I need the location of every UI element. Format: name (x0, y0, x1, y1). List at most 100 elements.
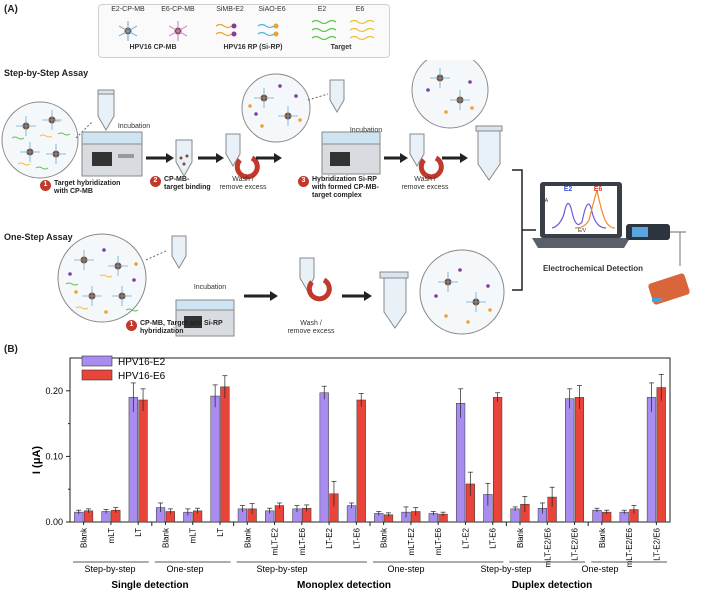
group-label-2: One-step (166, 564, 203, 574)
x-tick-label: mLT-E6 (298, 527, 307, 555)
section-label-monoplex: Monoplex detection (297, 580, 391, 591)
step-3-line-1: Hybridization Si-RP (312, 176, 377, 183)
x-tick-label: LT-E2/E6 (571, 527, 580, 560)
x-tick-label: mLT-E6 (434, 527, 443, 555)
bar-e6 (220, 386, 230, 523)
bar-e6 (656, 387, 666, 523)
one-step-title: One-Step Assay (4, 232, 73, 242)
x-tick-label: LT-E2 (325, 527, 334, 548)
one-step-line-1: CP-MB, Target add Si-RP (140, 320, 223, 327)
panel-b-tag: (B) (4, 344, 18, 355)
legend-e6-cp-mb: E6-CP-MB (161, 6, 195, 13)
step-2-caption: 2 CP-MB-target binding (150, 176, 220, 192)
step-3-number: 3 (298, 176, 309, 187)
one-step-line-2: hybridization (140, 328, 184, 336)
bar-e2 (319, 392, 329, 523)
x-tick-label: Blank (243, 527, 252, 548)
x-tick-label: Blank (598, 527, 607, 548)
tube-final-2 (379, 271, 409, 329)
group-label-4: One-step (387, 564, 424, 574)
mixture-circle-1 (1, 101, 79, 179)
panel-a-tag: (A) (4, 4, 18, 15)
bar-e2 (565, 398, 575, 523)
group-label-1: Step-by-step (84, 564, 135, 574)
step-2-line-2: target binding (164, 184, 211, 192)
wash-3-line-2: remove excess (287, 328, 335, 336)
tube-final-1 (475, 125, 503, 181)
bar-e6 (356, 399, 366, 523)
x-tick-label: mLT-E2 (407, 527, 416, 555)
wash-tube-1 (225, 133, 260, 180)
step-2-number: 2 (150, 176, 161, 187)
incubation-label-2: Incubation (349, 127, 383, 134)
e6-target-icon (349, 19, 375, 41)
detection-y-axis: I/A (541, 198, 549, 204)
legend-swatch-e2 (81, 355, 113, 367)
step-1-number: 1 (40, 180, 51, 191)
legend-rp-group: HPV16 RP (Si-RP) (223, 44, 283, 51)
incubation-label-1: Incubation (117, 123, 151, 130)
step-3-line-3: target complex (312, 192, 362, 200)
mixture-circle-3 (57, 233, 147, 323)
incubator-2 (321, 131, 381, 175)
step-1-line-2: with CP-MB (54, 188, 93, 196)
legend-target-e2: E2 (317, 6, 327, 13)
bar-e2 (210, 395, 220, 523)
x-tick-label: mLT-E2 (271, 527, 280, 555)
chart-y-label: I (μA) (31, 446, 43, 474)
group-label-3: Step-by-step (256, 564, 307, 574)
bar-e6 (492, 397, 503, 523)
bar-e2 (455, 403, 466, 523)
bar-e2 (128, 397, 138, 523)
e2-cp-mb-icon (118, 21, 138, 41)
legend-e2-cp-mb: E2-CP-MB (111, 6, 145, 13)
wash-3-caption: Wash /remove excess (278, 320, 344, 337)
chart-group-labels: Step-by-step One-step Step-by-step One-s… (84, 564, 618, 591)
x-tick-label: LT (134, 528, 143, 537)
electrochemical-detection-label: Electrochemical Detection (542, 264, 644, 273)
bar-e6 (138, 399, 148, 523)
step-3-line-2: with formed CP-MB- (312, 184, 379, 192)
bar-e6 (574, 397, 585, 523)
x-tick-label: Blank (380, 527, 389, 548)
incubation-label-3: Incubation (193, 284, 227, 291)
one-step-number: 1 (126, 320, 137, 331)
step-2-line-1: CP-MB- (164, 176, 190, 183)
legend-siao-e6: SiAO-E6 (258, 6, 286, 13)
y-tick-label: 0.20 (45, 386, 63, 396)
mixture-circle-2 (241, 73, 311, 143)
tube-1 (97, 89, 115, 132)
wash-1-line-2: remove excess (219, 184, 267, 192)
e2-target-icon (311, 19, 337, 41)
probe-legend-icons (118, 19, 375, 41)
x-tick-label: LT (216, 528, 225, 537)
x-tick-label: LT-E2/E6 (652, 527, 661, 560)
peak-e6-label: E6 (593, 186, 603, 193)
group-label-5: Step-by-step (480, 564, 531, 574)
siao-e6-icon (257, 23, 279, 37)
tube-2 (175, 139, 193, 178)
legend-label-e2: HPV16-E2 (118, 357, 166, 368)
simb-e2-icon (215, 23, 237, 37)
mixture-circle-final (411, 60, 489, 129)
x-tick-label: mLT (189, 528, 198, 544)
probe-legend (98, 4, 390, 58)
x-tick-label: mLT-E2/E6 (625, 527, 634, 567)
laptop-illustration (532, 182, 630, 248)
x-tick-label: mLT-E2/E6 (543, 527, 552, 567)
wash-tube-2 (409, 133, 444, 180)
legend-target-group: Target (330, 44, 352, 51)
section-label-single: Single detection (111, 580, 188, 591)
y-tick-label: 0.00 (45, 517, 63, 527)
step-by-step-title: Step-by-Step Assay (4, 68, 89, 78)
y-tick-label: 0.10 (45, 451, 63, 461)
potentiostat-illustration (626, 224, 690, 305)
wash-1-caption: Wash /remove excess (212, 176, 274, 193)
legend-swatch-e6 (81, 369, 113, 381)
wash-1-line-1: Wash / (232, 176, 254, 183)
workflow-illustration (1, 60, 690, 337)
